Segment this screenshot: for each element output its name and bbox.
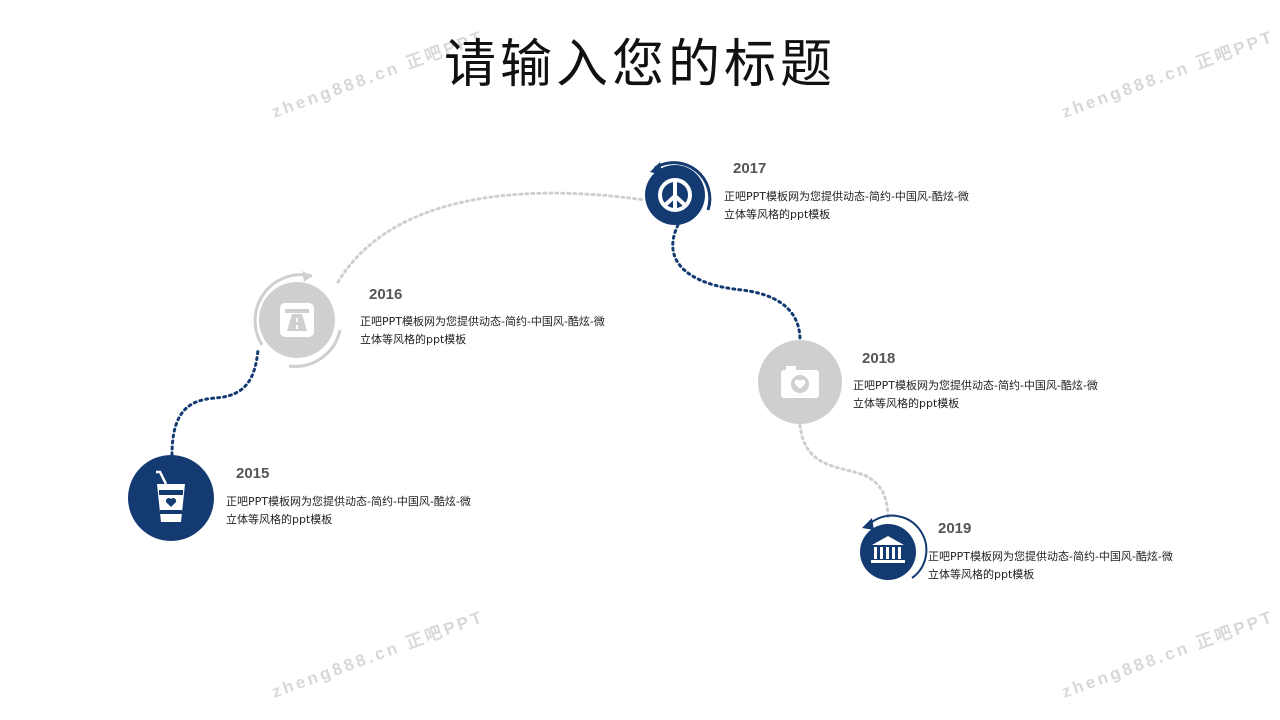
camera-heart-icon xyxy=(781,366,819,398)
milestone-2018-node xyxy=(758,340,842,424)
milestone-2019-node xyxy=(860,514,928,580)
milestone-description: 正吧PPT模板网为您提供动态-简约-中国风-酷炫-微立体等风格的ppt模板 xyxy=(724,190,969,221)
milestone-2017-node xyxy=(645,161,712,225)
bank-building-icon xyxy=(871,536,905,563)
drink-cup-heart-icon xyxy=(156,470,185,522)
milestone-year: 2016 xyxy=(369,286,403,303)
connector-2018-2019 xyxy=(798,423,890,522)
page-title: 请输入您的标题 xyxy=(443,35,836,95)
milestone-description: 正吧PPT模板网为您提供动态-简约-中国风-酷炫-微立体等风格的ppt模板 xyxy=(226,495,471,526)
connector-2015-2016 xyxy=(170,348,260,457)
milestone-description: 正吧PPT模板网为您提供动态-简约-中国风-酷炫-微立体等风格的ppt模板 xyxy=(928,550,1173,581)
milestone-year: 2018 xyxy=(862,350,896,367)
milestone-2016-node xyxy=(253,271,342,368)
connector-2016-2017 xyxy=(336,191,647,284)
milestone-year: 2019 xyxy=(938,520,972,537)
milestone-year: 2017 xyxy=(733,160,767,177)
peace-icon xyxy=(658,178,692,212)
milestone-description: 正吧PPT模板网为您提供动态-简约-中国风-酷炫-微立体等风格的ppt模板 xyxy=(853,379,1098,410)
milestone-2015-node xyxy=(128,455,214,541)
road-sign-icon xyxy=(280,303,314,337)
milestone-description: 正吧PPT模板网为您提供动态-简约-中国风-酷炫-微立体等风格的ppt模板 xyxy=(360,315,605,346)
connector-2017-2018 xyxy=(671,223,802,342)
milestone-year: 2015 xyxy=(236,465,270,482)
